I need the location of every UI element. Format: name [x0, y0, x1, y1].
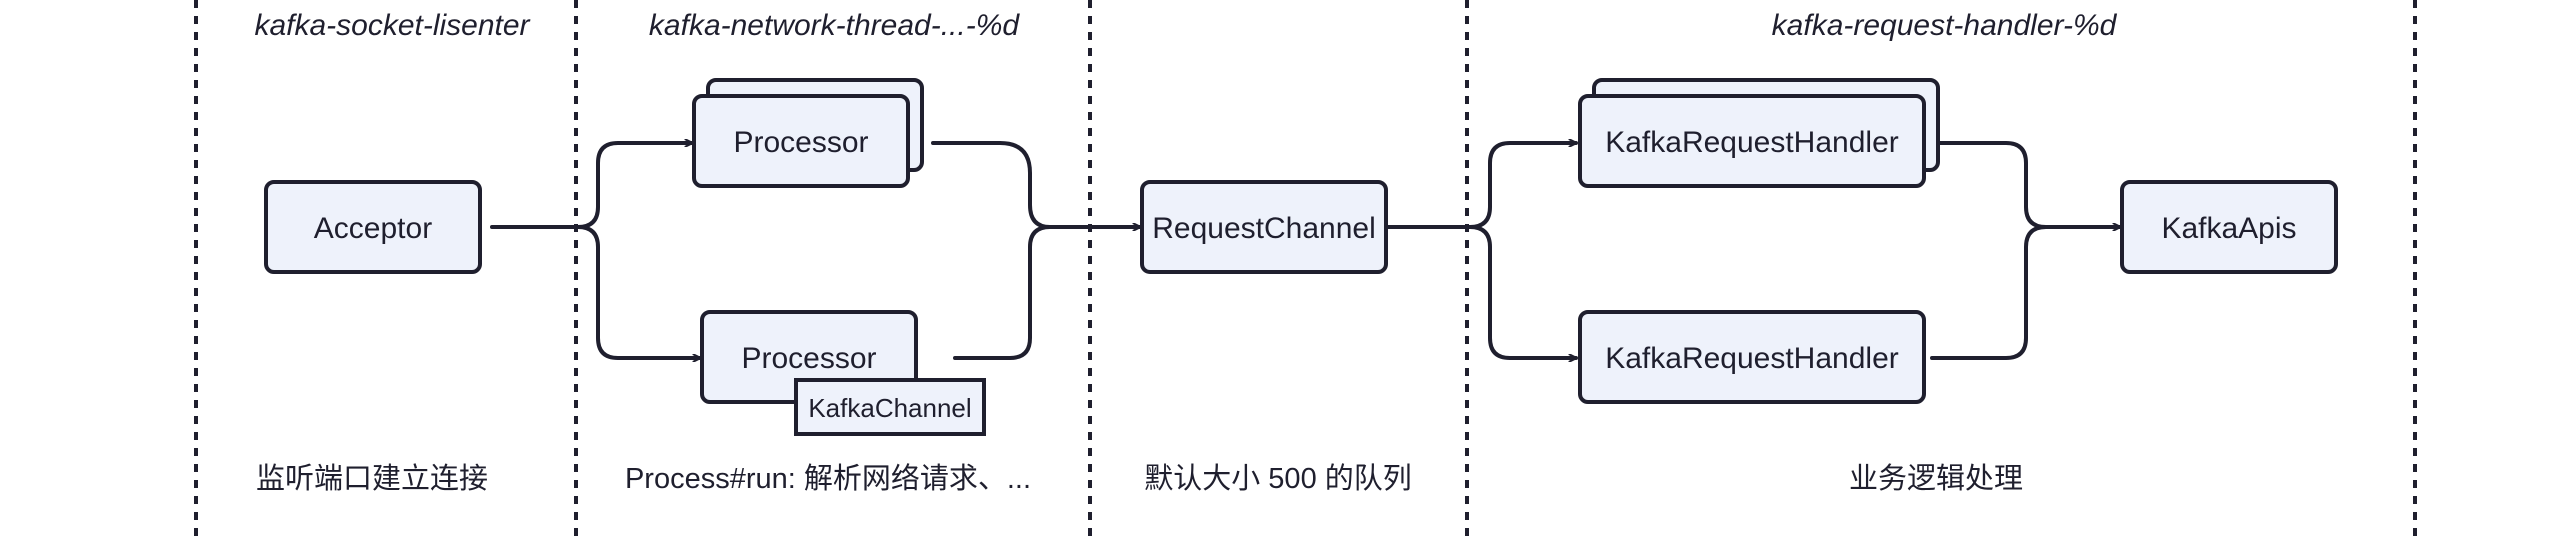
acceptor-node: Acceptor — [264, 180, 482, 274]
kafka-apis-node: KafkaApis — [2120, 180, 2338, 274]
edge-to-handler-bottom — [1468, 225, 1578, 358]
kafka-channel-label: KafkaChannel — [808, 393, 971, 423]
edge-to-handler-top — [1468, 143, 1578, 229]
edge-handler-bottom-merge — [1930, 225, 2048, 360]
request-channel-node: RequestChannel — [1140, 180, 1388, 274]
section-label-network: kafka-network-thread-...-%d — [649, 9, 1020, 42]
acceptor-label: Acceptor — [314, 212, 432, 245]
caption-channel: 默认大小 500 的队列 — [1144, 462, 1412, 495]
handler-top-label: KafkaRequestHandler — [1605, 126, 1899, 159]
edge-to-processor-bottom — [576, 225, 702, 358]
edge-processor-top-merge — [931, 141, 1052, 229]
processor-bottom-label: Processor — [741, 342, 876, 375]
edge-processor-bottom-merge — [953, 225, 1052, 360]
handler-bottom-node: KafkaRequestHandler — [1578, 310, 1926, 404]
edge-handler-top-merge — [1930, 141, 2048, 229]
kafka-apis-label: KafkaApis — [2161, 212, 2296, 245]
processor-top-label: Processor — [733, 126, 868, 159]
handler-top-node: KafkaRequestHandler — [1578, 78, 1940, 188]
section-label-handler: kafka-request-handler-%d — [1772, 9, 2118, 42]
request-channel-label: RequestChannel — [1152, 212, 1376, 245]
caption-handler: 业务逻辑处理 — [1849, 462, 2023, 495]
caption-acceptor: 监听端口建立连接 — [256, 462, 488, 495]
edge-to-processor-top — [576, 143, 694, 229]
handler-bottom-label: KafkaRequestHandler — [1605, 342, 1899, 375]
caption-network: Process#run: 解析网络请求、... — [625, 462, 1031, 495]
kafka-channel-tag: KafkaChannel — [794, 378, 986, 436]
section-label-acceptor: kafka-socket-lisenter — [254, 9, 530, 42]
processor-top-node: Processor — [692, 78, 924, 188]
